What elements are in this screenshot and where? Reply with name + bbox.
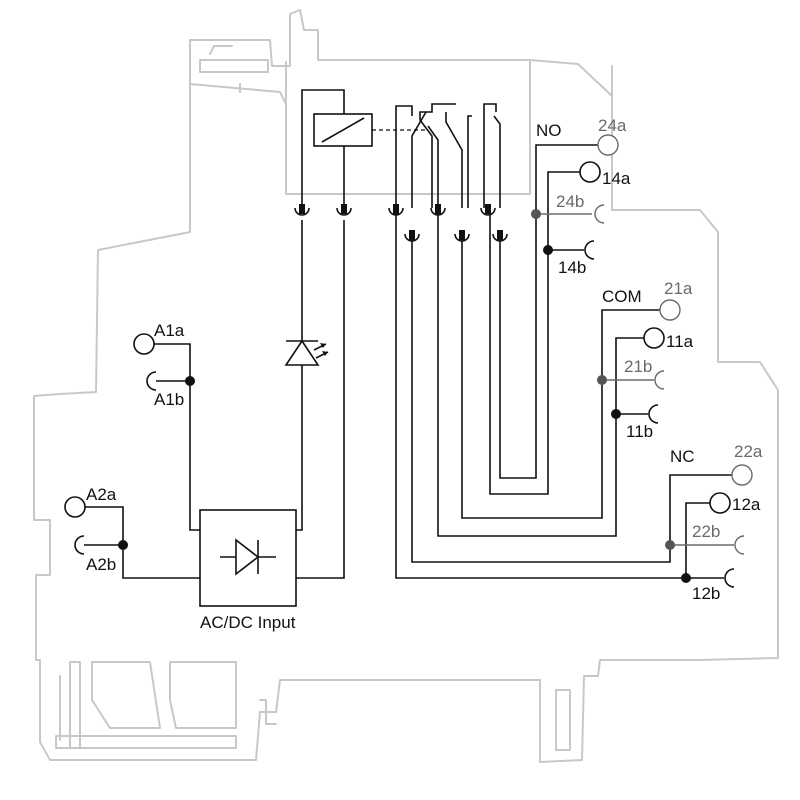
rectifier-block	[199, 509, 297, 607]
label-NO: NO	[536, 121, 562, 140]
terminal-11a[interactable]	[643, 327, 665, 349]
label-11b: 11b	[626, 422, 653, 441]
terminal-24a[interactable]	[597, 134, 619, 156]
terminal-A2b[interactable]	[74, 535, 85, 555]
terminal-14a[interactable]	[579, 161, 601, 183]
label-11a: 11a	[666, 332, 694, 351]
label-22a: 22a	[734, 442, 763, 461]
label-21b: 21b	[624, 357, 652, 376]
led-icon	[284, 339, 329, 366]
output-wires	[395, 144, 734, 583]
terminal-A1b[interactable]	[146, 371, 157, 391]
label-21a: 21a	[664, 279, 693, 298]
label-14a: 14a	[602, 169, 631, 188]
label-A1b: A1b	[154, 390, 184, 409]
terminal-22b[interactable]	[734, 535, 745, 555]
label-14b: 14b	[558, 258, 586, 277]
label-A2b: A2b	[86, 555, 116, 574]
terminal-12a[interactable]	[709, 492, 731, 514]
terminal-21a[interactable]	[659, 299, 681, 321]
label-24b: 24b	[556, 192, 584, 211]
terminal-14b[interactable]	[584, 240, 595, 260]
label-COM: COM	[602, 287, 642, 306]
housing-outline	[33, 9, 779, 763]
coil-wires	[296, 220, 345, 579]
terminal-22a[interactable]	[731, 464, 753, 486]
terminal-24b[interactable]	[594, 204, 605, 224]
label-12a: 12a	[732, 495, 761, 514]
relay-coil-icon	[301, 89, 426, 208]
module-pins	[294, 204, 508, 242]
terminal-11b[interactable]	[648, 404, 659, 424]
terminal-A2a[interactable]	[64, 496, 86, 518]
label-22b: 22b	[692, 522, 720, 541]
terminal-21b[interactable]	[654, 370, 665, 390]
label-24a: 24a	[598, 116, 627, 135]
terminal-12b[interactable]	[724, 568, 735, 588]
label-A2a: A2a	[86, 485, 117, 504]
terminal-A1a[interactable]	[133, 333, 155, 355]
label-NC: NC	[670, 447, 695, 466]
diode-icon	[220, 538, 276, 576]
label-rectifier: AC/DC Input	[200, 613, 296, 632]
label-12b: 12b	[692, 584, 720, 603]
label-A1a: A1a	[154, 321, 185, 340]
changeover-contacts-icon	[395, 103, 501, 208]
left-wires	[84, 343, 200, 579]
